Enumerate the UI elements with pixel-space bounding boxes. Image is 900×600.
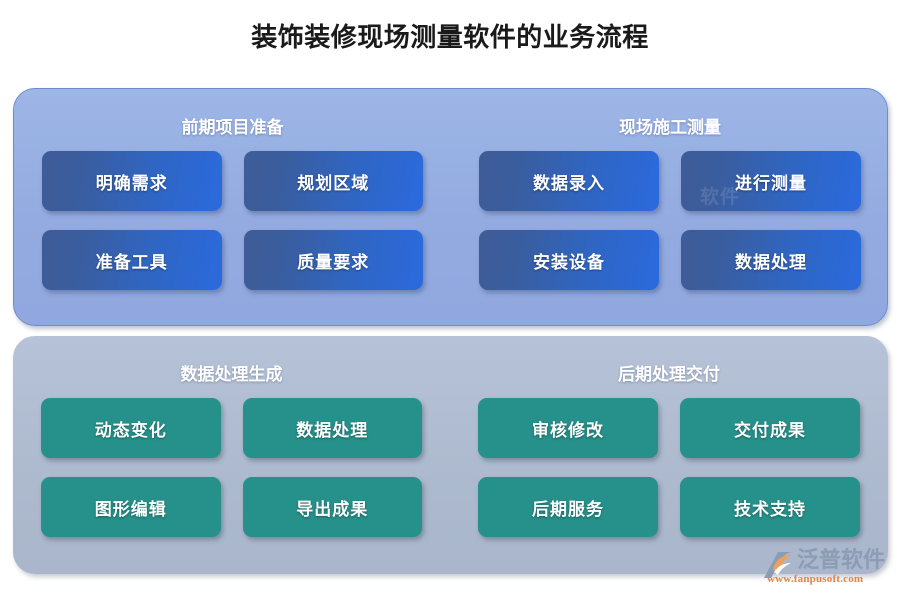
item-box[interactable]: 规划区域 [243, 151, 423, 211]
logo-text-column: 泛普软件 www.fanpusoft.com [767, 547, 886, 586]
panel-upper: 前期项目准备 明确需求 规划区域 准备工具 质量要求 现场施工测量 数据录入 进… [13, 88, 888, 326]
brand-logo: 泛普软件 www.fanpusoft.com [762, 548, 894, 594]
item-box[interactable]: 后期服务 [478, 477, 658, 537]
panel-lower: 数据处理生成 动态变化 数据处理 图形编辑 导出成果 后期处理交付 审核修改 交… [13, 336, 888, 574]
group-title-post-delivery: 后期处理交付 [618, 365, 720, 384]
item-box[interactable]: 数据处理 [242, 398, 422, 458]
fanpu-logo-icon [762, 550, 796, 580]
group-site-measurement: 现场施工测量 数据录入 进行测量 安装设备 数据处理 [451, 89, 889, 325]
item-box[interactable]: 动态变化 [41, 398, 221, 458]
group-post-delivery: 后期处理交付 审核修改 交付成果 后期服务 技术支持 [450, 336, 888, 574]
item-box[interactable]: 技术支持 [680, 477, 860, 537]
item-box[interactable]: 数据处理 [681, 230, 861, 290]
item-box[interactable]: 安装设备 [479, 230, 659, 290]
item-grid-site-measurement: 数据录入 进行测量 安装设备 数据处理 [479, 151, 861, 290]
group-title-site-measurement: 现场施工测量 [619, 118, 721, 137]
item-box[interactable]: 交付成果 [680, 398, 860, 458]
item-box[interactable]: 准备工具 [42, 230, 222, 290]
group-title-preparation: 前期项目准备 [181, 118, 284, 137]
item-grid-preparation: 明确需求 规划区域 准备工具 质量要求 [42, 151, 423, 290]
item-box[interactable]: 质量要求 [243, 230, 423, 290]
page-title: 装饰装修现场测量软件的业务流程 [251, 22, 649, 52]
item-grid-post-delivery: 审核修改 交付成果 后期服务 技术支持 [478, 398, 860, 537]
item-box[interactable]: 进行测量 [681, 151, 861, 211]
item-box[interactable]: 图形编辑 [41, 477, 221, 537]
item-box[interactable]: 数据录入 [479, 151, 659, 211]
group-data-generation: 数据处理生成 动态变化 数据处理 图形编辑 导出成果 [13, 336, 450, 574]
item-box[interactable]: 导出成果 [242, 477, 422, 537]
group-preparation: 前期项目准备 明确需求 规划区域 准备工具 质量要求 [14, 89, 451, 325]
item-grid-data-generation: 动态变化 数据处理 图形编辑 导出成果 [41, 398, 422, 537]
logo-company-name: 泛普软件 [797, 547, 886, 572]
item-box[interactable]: 明确需求 [42, 151, 222, 211]
item-box[interactable]: 审核修改 [478, 398, 658, 458]
group-title-data-generation: 数据处理生成 [180, 365, 283, 384]
logo-website-url: www.fanpusoft.com [767, 573, 864, 585]
